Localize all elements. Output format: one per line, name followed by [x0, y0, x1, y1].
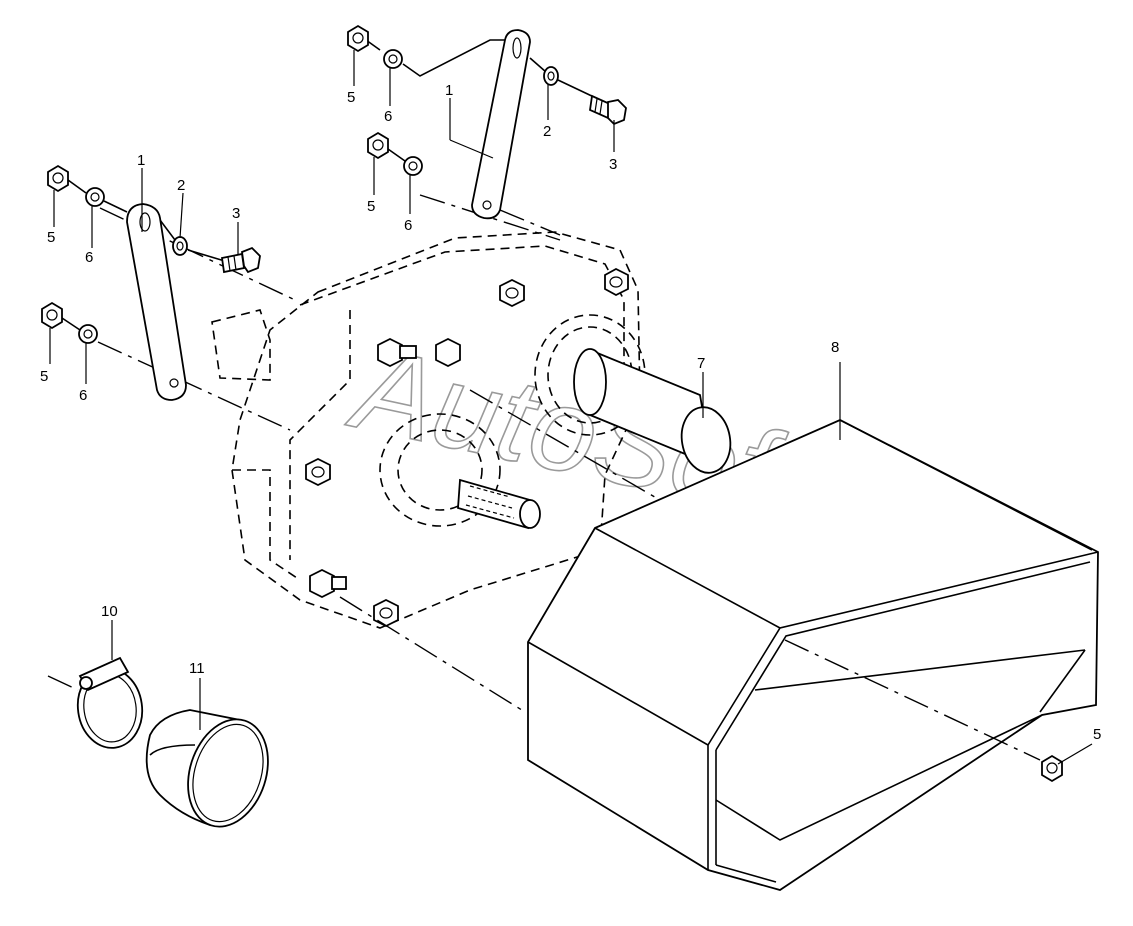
callout-5: 5 [47, 229, 55, 246]
lockwasher-top-lower-part-6 [403, 156, 423, 176]
callout-10: 10 [101, 603, 118, 620]
callout-5: 5 [367, 198, 375, 215]
nut-top-upper-part-5 [347, 24, 369, 53]
shield-part-8 [527, 419, 1099, 891]
bolt-left-part-3 [220, 246, 261, 274]
nut-top-lower-part-5 [367, 131, 389, 160]
nut-left-lower-part-5 [41, 301, 63, 330]
output-shaft-part-7 [573, 348, 732, 474]
callout-3: 3 [609, 156, 617, 173]
callout-6: 6 [85, 249, 93, 266]
gearbox-housing [211, 231, 646, 629]
bracket-left-part-1 [126, 203, 187, 401]
gearbox-nut [305, 457, 331, 487]
callout-2: 2 [177, 177, 185, 194]
rubber-boot-part-11 [145, 709, 269, 828]
gearbox-nut [604, 267, 629, 297]
lockwasher-left-lower-part-6 [78, 324, 98, 344]
callout-1: 1 [137, 152, 145, 169]
callout-3: 3 [232, 205, 240, 222]
nut-right-part-5 [1041, 754, 1063, 783]
washer-top-part-2 [543, 66, 559, 86]
hose-clamp-part-10 [76, 656, 144, 749]
gearbox-bolt [435, 337, 461, 368]
callout-6: 6 [384, 108, 392, 125]
nut-left-upper-part-5 [47, 164, 69, 193]
gearbox-bolt [377, 337, 417, 368]
gearbox-nut [373, 598, 399, 628]
callout-2: 2 [543, 123, 551, 140]
callout-6: 6 [79, 387, 87, 404]
splined-shaft [457, 478, 541, 530]
callout-1: 1 [445, 82, 453, 99]
gearbox-nut [499, 278, 525, 308]
lockwasher-left-upper-part-6 [85, 187, 105, 207]
callout-5: 5 [40, 368, 48, 385]
bracket-top-part-1 [471, 29, 531, 220]
callout-11: 11 [189, 660, 205, 677]
callout-8: 8 [831, 339, 839, 356]
callout-7: 7 [697, 355, 705, 372]
callout-labels: 1 2 3 5 6 5 6 1 2 3 5 6 5 6 7 8 10 11 5 [40, 82, 1101, 743]
callout-5: 5 [1093, 726, 1101, 743]
lockwasher-top-upper-part-6 [383, 49, 403, 69]
callout-6: 6 [404, 217, 412, 234]
callout-5: 5 [347, 89, 355, 106]
leader-lines [49, 50, 1093, 765]
washer-left-part-2 [172, 236, 188, 256]
bolt-top-part-3 [589, 94, 627, 126]
gearbox-bolt [309, 568, 347, 599]
